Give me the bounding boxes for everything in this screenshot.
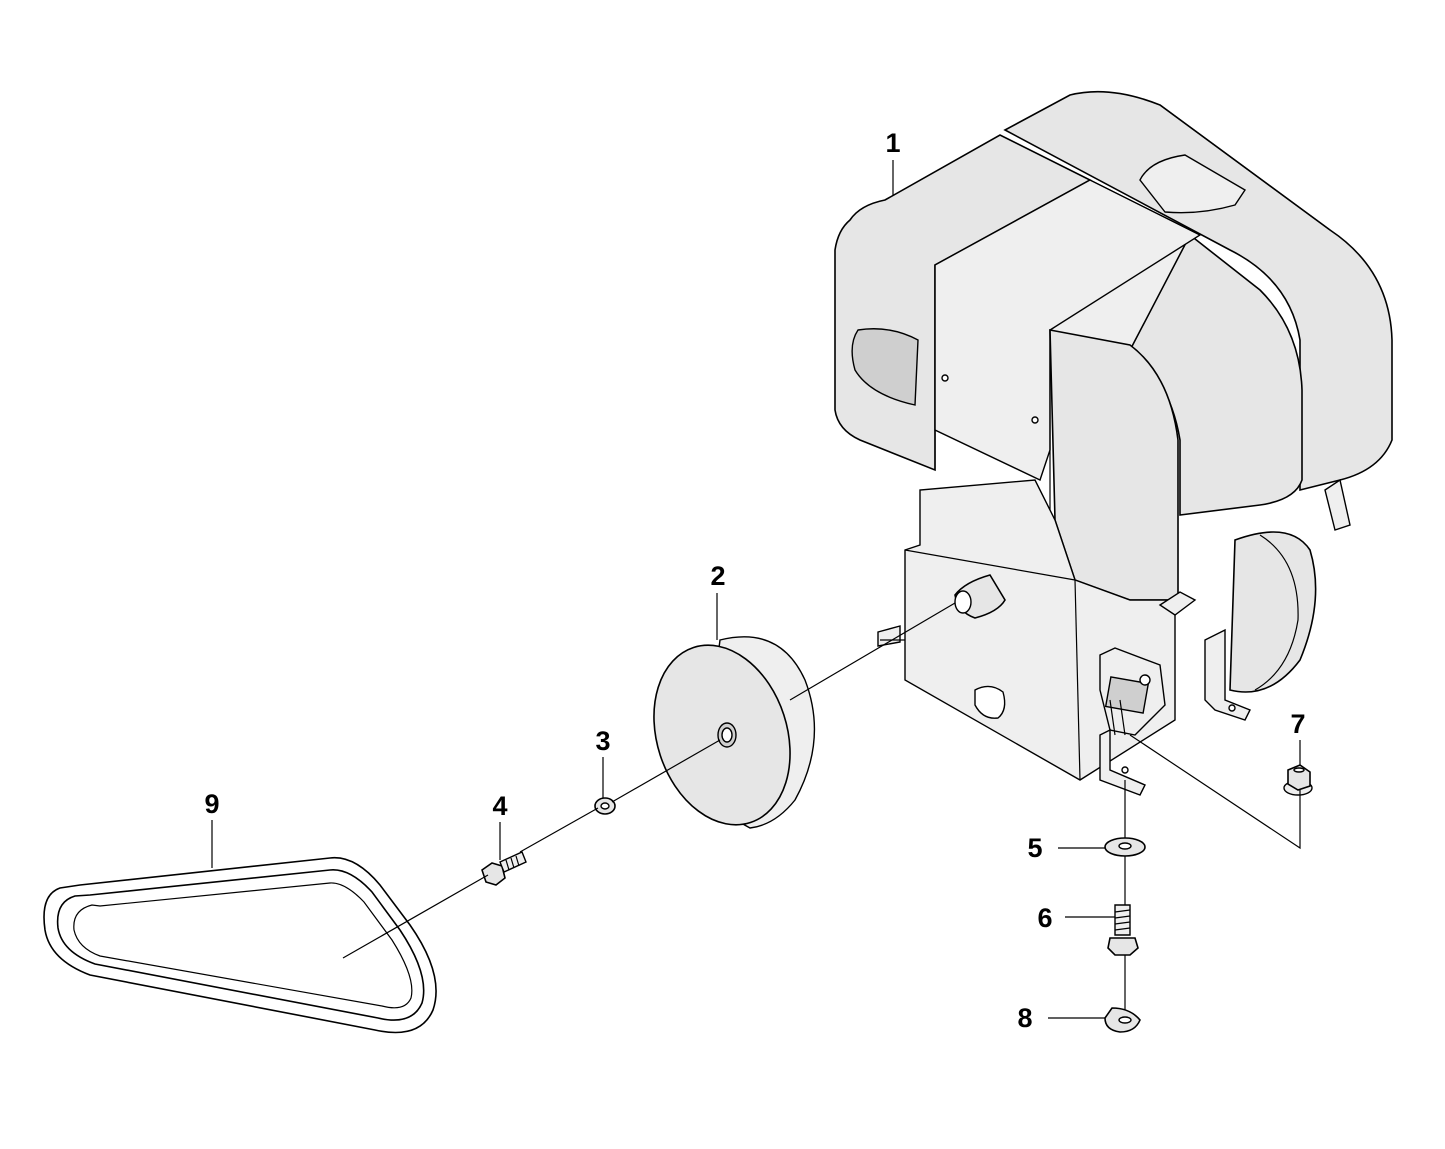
engine-assembly[interactable] <box>834 90 1393 796</box>
callout-3: 3 <box>595 726 610 756</box>
flat-washer[interactable] <box>1104 837 1146 857</box>
callout-5: 5 <box>1027 833 1042 863</box>
mounting-bolt[interactable] <box>1107 904 1139 956</box>
pulley[interactable] <box>632 627 816 842</box>
washer[interactable] <box>594 797 616 815</box>
leader-3-axis <box>611 739 721 803</box>
leader-9-axis <box>342 874 489 959</box>
callout-8: 8 <box>1017 1003 1032 1033</box>
callout-4: 4 <box>492 791 507 821</box>
leader-2-axis <box>789 602 956 701</box>
leader-lines <box>211 160 1301 1019</box>
callout-9: 9 <box>204 789 219 819</box>
callout-1: 1 <box>885 128 900 158</box>
callout-2: 2 <box>710 561 725 591</box>
flange-nut[interactable] <box>1283 764 1313 796</box>
callout-6: 6 <box>1037 903 1052 933</box>
callout-7: 7 <box>1290 709 1305 739</box>
v-belt[interactable] <box>43 856 437 1034</box>
leader-4-axis <box>519 807 599 853</box>
callout-labels: 1 2 3 4 5 6 7 8 9 <box>204 128 1305 1033</box>
leader-7-axis <box>1129 734 1301 850</box>
lock-washer[interactable] <box>1104 1007 1141 1033</box>
bolt[interactable] <box>481 851 527 886</box>
